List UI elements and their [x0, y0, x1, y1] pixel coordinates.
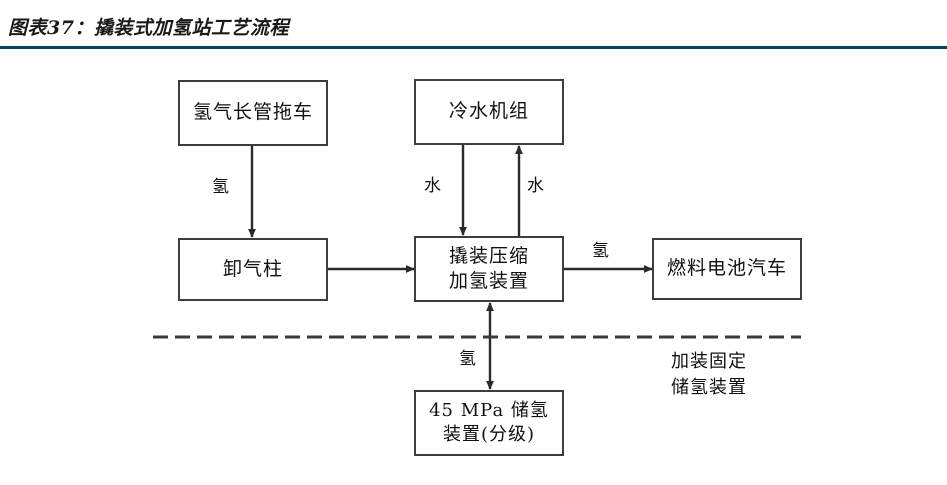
- annotation-optional-fixed-storage: 加装固定 储氢装置: [671, 349, 747, 401]
- node-hydrogen-storage-label-line1: 45 MPa 储氢: [429, 400, 549, 422]
- node-unloading-column[interactable]: 卸气柱: [178, 238, 328, 301]
- edge-label-chiller-to-compressor: 水: [424, 176, 442, 196]
- node-chiller-label: 冷水机组: [448, 100, 529, 123]
- node-hydrogen-storage[interactable]: 45 MPa 储氢 装置(分级): [414, 390, 564, 456]
- edge-label-trailer-to-column: 氢: [212, 177, 230, 197]
- node-unloading-column-label: 卸气柱: [222, 257, 283, 280]
- process-flow-diagram: 氢气长管拖车 冷水机组 卸气柱 撬装压缩 加氢装置 燃料电池汽车 45 MPa …: [0, 52, 947, 485]
- node-chiller[interactable]: 冷水机组: [414, 79, 564, 145]
- annotation-line2: 储氢装置: [671, 377, 747, 399]
- node-fuel-cell-vehicle-label: 燃料电池汽车: [666, 257, 787, 280]
- node-skid-compressor-label-line1: 撬装压缩: [448, 244, 529, 267]
- connector-layer: [153, 145, 801, 390]
- node-skid-compressor[interactable]: 撬装压缩 加氢装置: [414, 236, 564, 302]
- edge-label-compressor-to-vehicle: 氢: [592, 241, 610, 261]
- title-divider-rule: [0, 46, 947, 49]
- annotation-line1: 加装固定: [671, 351, 747, 372]
- node-hydrogen-storage-label-line2: 装置(分级): [442, 424, 536, 445]
- edge-label-compressor-storage: 氢: [459, 349, 477, 369]
- page-title: 图表37：撬装式加氢站工艺流程: [8, 17, 289, 39]
- node-tube-trailer-label: 氢气长管拖车: [192, 101, 313, 124]
- node-skid-compressor-label-line2: 加氢装置: [448, 270, 529, 292]
- edge-label-compressor-to-chiller: 水: [527, 176, 545, 196]
- node-tube-trailer[interactable]: 氢气长管拖车: [178, 80, 328, 146]
- node-fuel-cell-vehicle[interactable]: 燃料电池汽车: [652, 238, 802, 300]
